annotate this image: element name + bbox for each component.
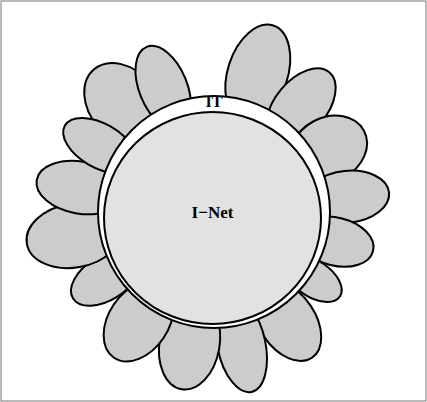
center-label: I−Net xyxy=(192,203,234,223)
petals xyxy=(21,16,391,397)
ring-label: IT xyxy=(206,93,223,111)
inner-circle: I−Net xyxy=(103,111,322,325)
outer-ring: IT I−Net xyxy=(97,95,331,329)
